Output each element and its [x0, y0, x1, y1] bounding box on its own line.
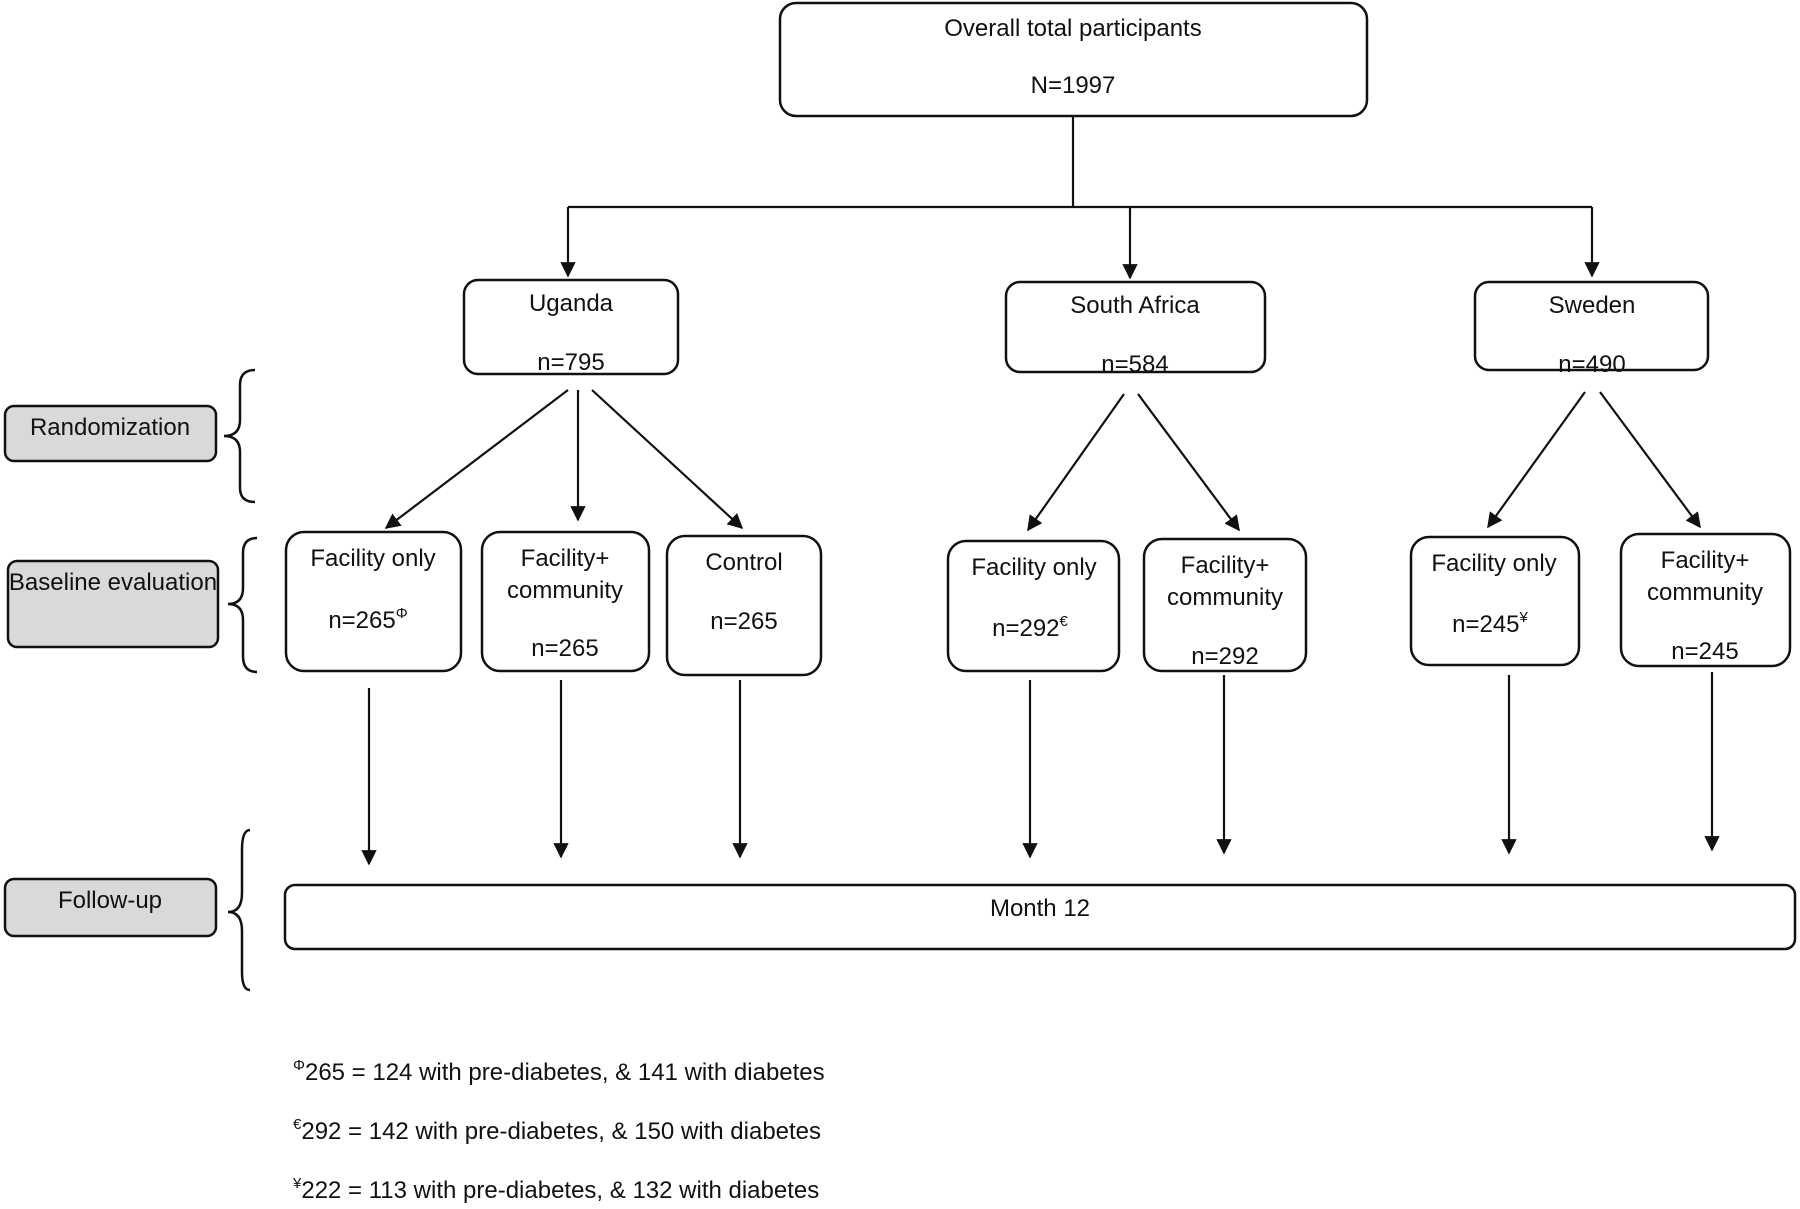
country-count: n=795 [537, 349, 604, 376]
footnote-1: Φ265 = 124 with pre-diabetes, & 141 with… [293, 1057, 825, 1086]
arm-count: n=265 [531, 635, 598, 662]
root-node: Overall total participants N=1997 [778, 1, 1369, 118]
arm-label: Control [705, 549, 782, 576]
footnote-mark: € [1060, 613, 1069, 630]
root-count: N=1997 [1031, 72, 1116, 99]
arm-label: Facility only [971, 554, 1096, 581]
arm-uganda-facility-community: Facility+ community n=265 [480, 530, 651, 673]
brace-randomization [223, 368, 256, 504]
arm-south-africa-facility-only: Facility only n=292€ [946, 539, 1121, 673]
arm-uganda-control: Control n=265 [665, 534, 823, 677]
country-uganda: Uganda n=795 [462, 278, 680, 376]
brace-follow-up [227, 828, 251, 992]
arm-uganda-facility-only: Facility only n=265Φ [284, 530, 463, 673]
country-name: Sweden [1549, 292, 1636, 319]
footnote-3: ¥222 = 113 with pre-diabetes, & 132 with… [292, 1175, 819, 1204]
arm-count: n=292€ [992, 613, 1068, 642]
arm-count: n=292 [1191, 643, 1258, 670]
stage-follow-up: Follow-up [3, 877, 218, 938]
root-title: Overall total participants [944, 15, 1201, 42]
country-name: Uganda [529, 290, 614, 317]
arm-label-line1: Facility+ [1661, 547, 1750, 574]
arm-sweden-facility-only: Facility only n=245¥ [1409, 535, 1581, 667]
country-south-africa: South Africa n=584 [1004, 280, 1267, 378]
country-count: n=584 [1101, 351, 1168, 378]
country-name: South Africa [1070, 292, 1200, 319]
footnote-mark: ¥ [1519, 609, 1529, 626]
stage-baseline-evaluation: Baseline evaluation [6, 559, 220, 649]
arm-label-line2: community [507, 577, 623, 604]
arm-label-line2: community [1167, 584, 1283, 611]
arm-label-line2: community [1647, 579, 1763, 606]
arm-sweden-facility-community: Facility+ community n=245 [1619, 532, 1792, 668]
followup-node: Month 12 [283, 883, 1797, 951]
arm-count: n=245¥ [1452, 609, 1528, 638]
root-connector [560, 116, 1600, 280]
arm-count: n=265Φ [328, 605, 407, 634]
country-count: n=490 [1558, 351, 1625, 378]
arm-count: n=265 [710, 608, 777, 635]
footnote-mark: Φ [396, 605, 408, 622]
followup-arrows [361, 672, 1720, 866]
stage-label: Randomization [30, 414, 190, 441]
footnotes: Φ265 = 124 with pre-diabetes, & 141 with… [292, 1057, 825, 1204]
followup-label: Month 12 [990, 895, 1090, 922]
arm-south-africa-facility-community: Facility+ community n=292 [1142, 537, 1308, 673]
arm-count: n=245 [1671, 638, 1738, 665]
country-sweden: Sweden n=490 [1473, 280, 1710, 378]
randomization-arrows [384, 389, 1701, 532]
arm-label-line1: Facility+ [521, 545, 610, 572]
brace-baseline [227, 536, 258, 674]
arm-label-line1: Facility+ [1181, 552, 1270, 579]
footnote-2: €292 = 142 with pre-diabetes, & 150 with… [293, 1116, 821, 1145]
arm-label: Facility only [310, 545, 435, 572]
stage-randomization: Randomization [3, 404, 218, 463]
arm-label: Facility only [1431, 550, 1556, 577]
stage-label: Baseline evaluation [9, 569, 217, 596]
stage-label: Follow-up [58, 887, 162, 914]
